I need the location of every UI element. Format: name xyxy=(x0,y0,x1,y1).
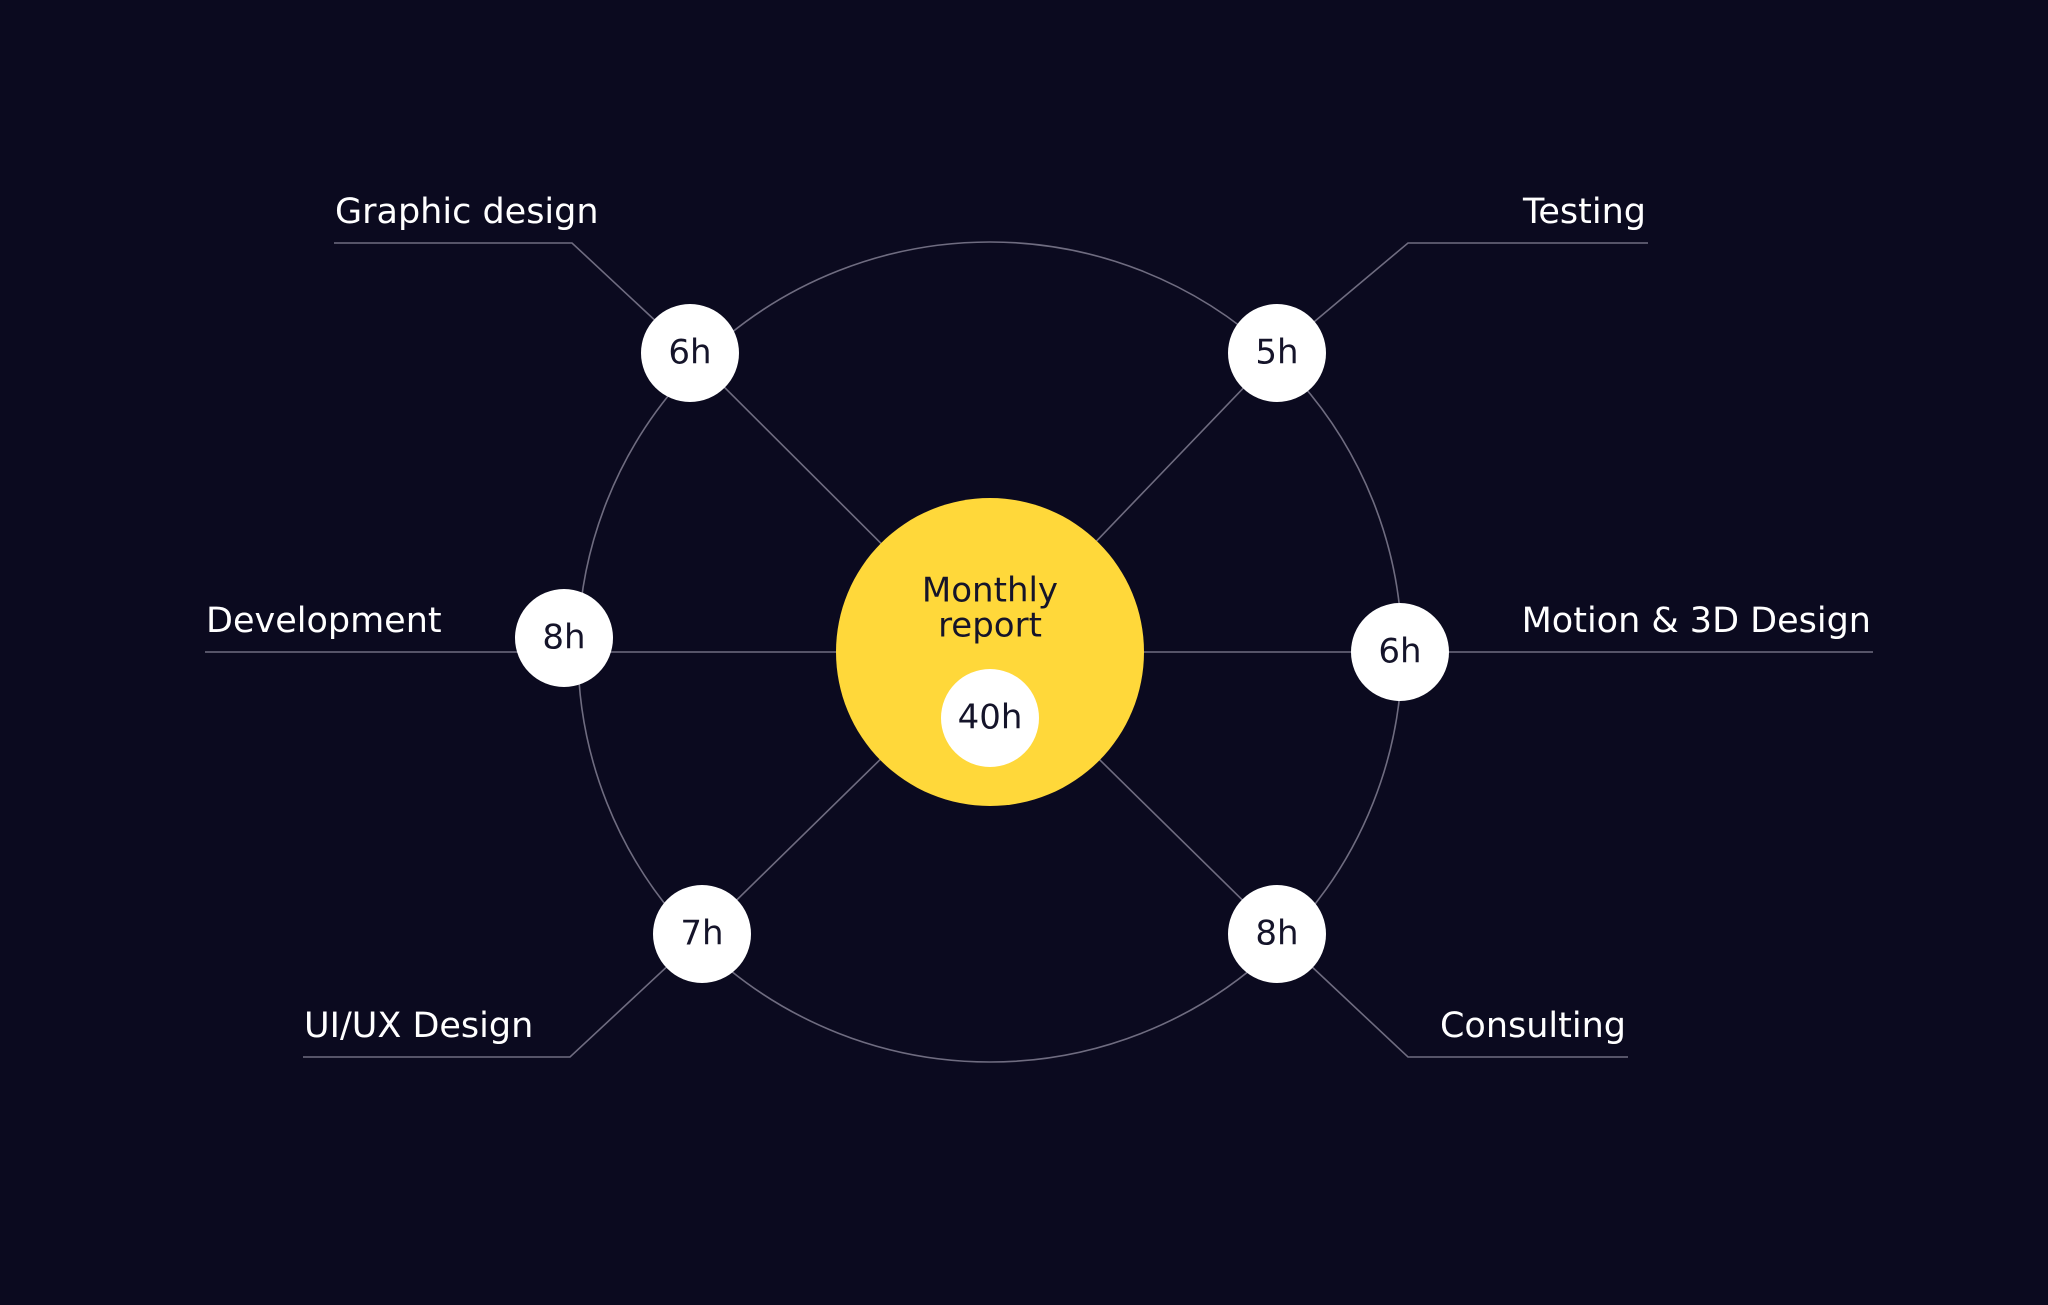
node-hours: 8h xyxy=(542,618,585,658)
node-circle xyxy=(515,589,613,687)
node-testing: 5h xyxy=(1228,304,1326,402)
label-ui-ux-design: UI/UX Design xyxy=(304,1006,533,1046)
node-consulting: 8h xyxy=(1228,885,1326,983)
hub-title-line2: report xyxy=(938,606,1042,646)
node-circle xyxy=(641,304,739,402)
hub-total-value: 40h xyxy=(958,698,1023,738)
leader-ui-ux-design xyxy=(303,933,703,1058)
node-circle xyxy=(1228,304,1326,402)
label-development: Development xyxy=(206,601,442,641)
node-hours: 6h xyxy=(1378,632,1421,672)
node-hours: 6h xyxy=(668,333,711,373)
hub-circle xyxy=(836,498,1144,806)
hub-total-circle xyxy=(941,669,1039,767)
leader-graphic-design xyxy=(334,242,691,354)
node-development: 8h xyxy=(515,589,613,687)
label-motion-3d-design: Motion & 3D Design xyxy=(1522,601,1871,641)
hub-title-line1: Monthly xyxy=(922,571,1058,611)
label-consulting: Consulting xyxy=(1440,1006,1626,1046)
node-hours: 5h xyxy=(1255,333,1298,373)
leader-consulting xyxy=(1276,933,1628,1058)
node-motion-3d-design: 6h xyxy=(1351,603,1449,701)
node-circle xyxy=(653,885,751,983)
node-circle xyxy=(1228,885,1326,983)
hub: Monthly report 40h xyxy=(836,498,1144,806)
label-graphic-design: Graphic design xyxy=(335,192,599,232)
node-hours: 8h xyxy=(1255,914,1298,954)
node-hours: 7h xyxy=(680,914,723,954)
leader-testing xyxy=(1276,242,1648,354)
node-graphic-design: 6h xyxy=(641,304,739,402)
node-circle xyxy=(1351,603,1449,701)
node-ui-ux-design: 7h xyxy=(653,885,751,983)
label-testing: Testing xyxy=(1522,192,1646,232)
